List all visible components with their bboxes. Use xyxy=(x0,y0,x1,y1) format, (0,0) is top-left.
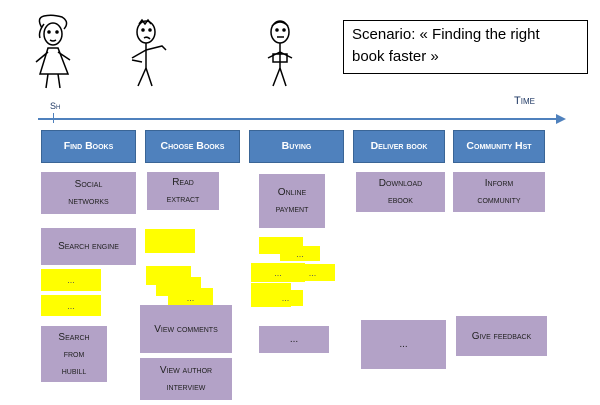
sticky-note xyxy=(145,229,195,253)
man-figure-icon xyxy=(267,20,293,87)
phase-buying: Buying xyxy=(249,130,344,163)
girl-figure-icon xyxy=(35,14,71,89)
sticky-note: ... xyxy=(268,290,303,306)
card-social-networks: Social networks xyxy=(41,172,136,214)
card-online-payment: Online payment xyxy=(259,174,325,228)
card-download-ebook: Download ebook xyxy=(356,172,445,212)
card-buying-more: ... xyxy=(259,326,329,353)
sticky-note: ... xyxy=(290,264,335,281)
card-search-engine: Search engine xyxy=(41,228,136,265)
timeline-start-label: Sh xyxy=(50,101,61,111)
sticky-note: ... xyxy=(280,246,320,261)
sticky-note: ... xyxy=(41,295,101,316)
card-search-from-hubill: Search from hubill xyxy=(41,326,107,382)
card-read-extract: Read extract xyxy=(147,172,219,210)
card-deliver-more: ... xyxy=(361,320,446,369)
sticky-note: ... xyxy=(168,288,213,307)
timeline-arrowhead xyxy=(556,114,566,124)
card-view-author-interview: View author interview xyxy=(140,358,232,400)
timeline-start-tick xyxy=(53,113,54,123)
phase-find-books: Find Books xyxy=(41,130,136,163)
phase-community-hst: Community Hst xyxy=(453,130,545,163)
card-give-feedback: Give feedback xyxy=(456,316,547,356)
card-view-comments: View comments xyxy=(140,305,232,353)
scenario-box: Scenario: « Finding the right book faste… xyxy=(343,20,588,74)
boy-figure-icon xyxy=(131,18,167,87)
phase-choose-books: Choose Books xyxy=(145,130,240,163)
scenario-line-1: Scenario: « Finding the right xyxy=(352,26,540,43)
card-inform-community: Inform community xyxy=(453,172,545,212)
sticky-note: ... xyxy=(41,269,101,291)
scenario-line-2: book faster » xyxy=(352,48,439,65)
timeline-end-label: Time xyxy=(514,95,535,107)
timeline-axis xyxy=(38,118,558,120)
phase-deliver-book: Deliver book xyxy=(353,130,445,163)
